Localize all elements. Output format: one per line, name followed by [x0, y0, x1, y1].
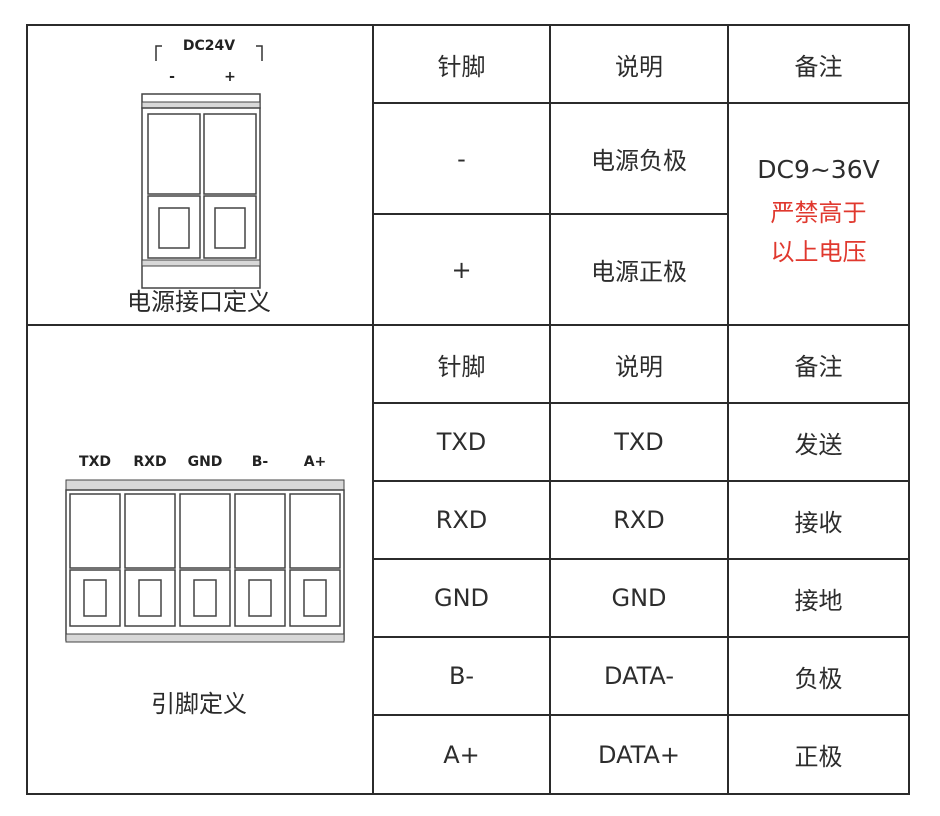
signal-pin: GND — [433, 584, 490, 612]
header-note: 备注 — [794, 352, 843, 381]
divider-desc-note — [727, 24, 729, 795]
signal-note: 发送 — [794, 430, 843, 459]
table-border-top — [26, 24, 910, 26]
power-pin-minus: - — [457, 144, 466, 173]
signal-label-a-plus: A+ — [303, 454, 327, 470]
signal-label-txd: TXD — [79, 454, 111, 470]
header-pin: 针脚 — [437, 352, 486, 381]
signal-note: 接地 — [794, 586, 843, 615]
power-connector-label: DC24V — [182, 38, 236, 54]
power-warning-line-1: 严禁高于 — [770, 199, 867, 228]
header-pin: 针脚 — [437, 52, 486, 81]
row-divider — [372, 213, 728, 215]
row-divider — [372, 714, 910, 716]
table-border-left — [26, 24, 28, 795]
signal-pin: TXD — [436, 428, 487, 456]
row-divider — [372, 558, 910, 560]
row-divider — [372, 480, 910, 482]
signal-note: 正极 — [794, 743, 843, 771]
signal-connector-drawing — [65, 479, 345, 643]
row-divider — [372, 636, 910, 638]
signal-desc: DATA+ — [598, 740, 680, 769]
divider-pin-desc — [549, 24, 551, 795]
header-note: 备注 — [794, 52, 843, 81]
row-divider — [372, 102, 910, 104]
section-divider — [26, 324, 910, 326]
table-border-bottom — [26, 793, 910, 795]
header-desc: 说明 — [615, 52, 663, 81]
signal-pin: A+ — [443, 740, 480, 769]
pin-definition-caption: 引脚定义 — [151, 690, 247, 718]
pin-definition-table: DC24V - + 电源接口定义 TXD RXD GND — [26, 24, 910, 795]
header-desc: 说明 — [615, 352, 663, 381]
power-desc-negative: 电源负极 — [591, 147, 687, 175]
power-desc-positive: 电源正极 — [591, 258, 687, 286]
signal-note: 接收 — [794, 508, 843, 537]
signal-desc: GND — [611, 584, 667, 612]
signal-desc: RXD — [613, 506, 665, 534]
power-voltage-range: DC9~36V — [757, 155, 880, 185]
power-note: DC9~36V 严禁高于 以上电压 — [729, 104, 908, 324]
signal-label-gnd: GND — [187, 454, 223, 470]
signal-desc: DATA- — [604, 662, 674, 690]
power-pin-plus: + — [451, 255, 472, 284]
signal-note: 负极 — [794, 664, 843, 693]
power-connector-drawing — [141, 45, 263, 289]
signal-pin: B- — [448, 662, 475, 690]
signal-pin: RXD — [435, 506, 488, 534]
power-minus-label: - — [169, 69, 175, 85]
signal-label-b-minus: B- — [251, 454, 269, 470]
table-border-right — [908, 24, 910, 795]
signal-label-rxd: RXD — [133, 454, 167, 470]
row-divider — [372, 402, 910, 404]
power-warning-line-2: 以上电压 — [770, 237, 867, 266]
power-interface-caption: 电源接口定义 — [127, 288, 271, 316]
power-plus-label: + — [224, 69, 236, 85]
signal-desc: TXD — [614, 428, 664, 456]
divider-left-section — [372, 24, 374, 795]
